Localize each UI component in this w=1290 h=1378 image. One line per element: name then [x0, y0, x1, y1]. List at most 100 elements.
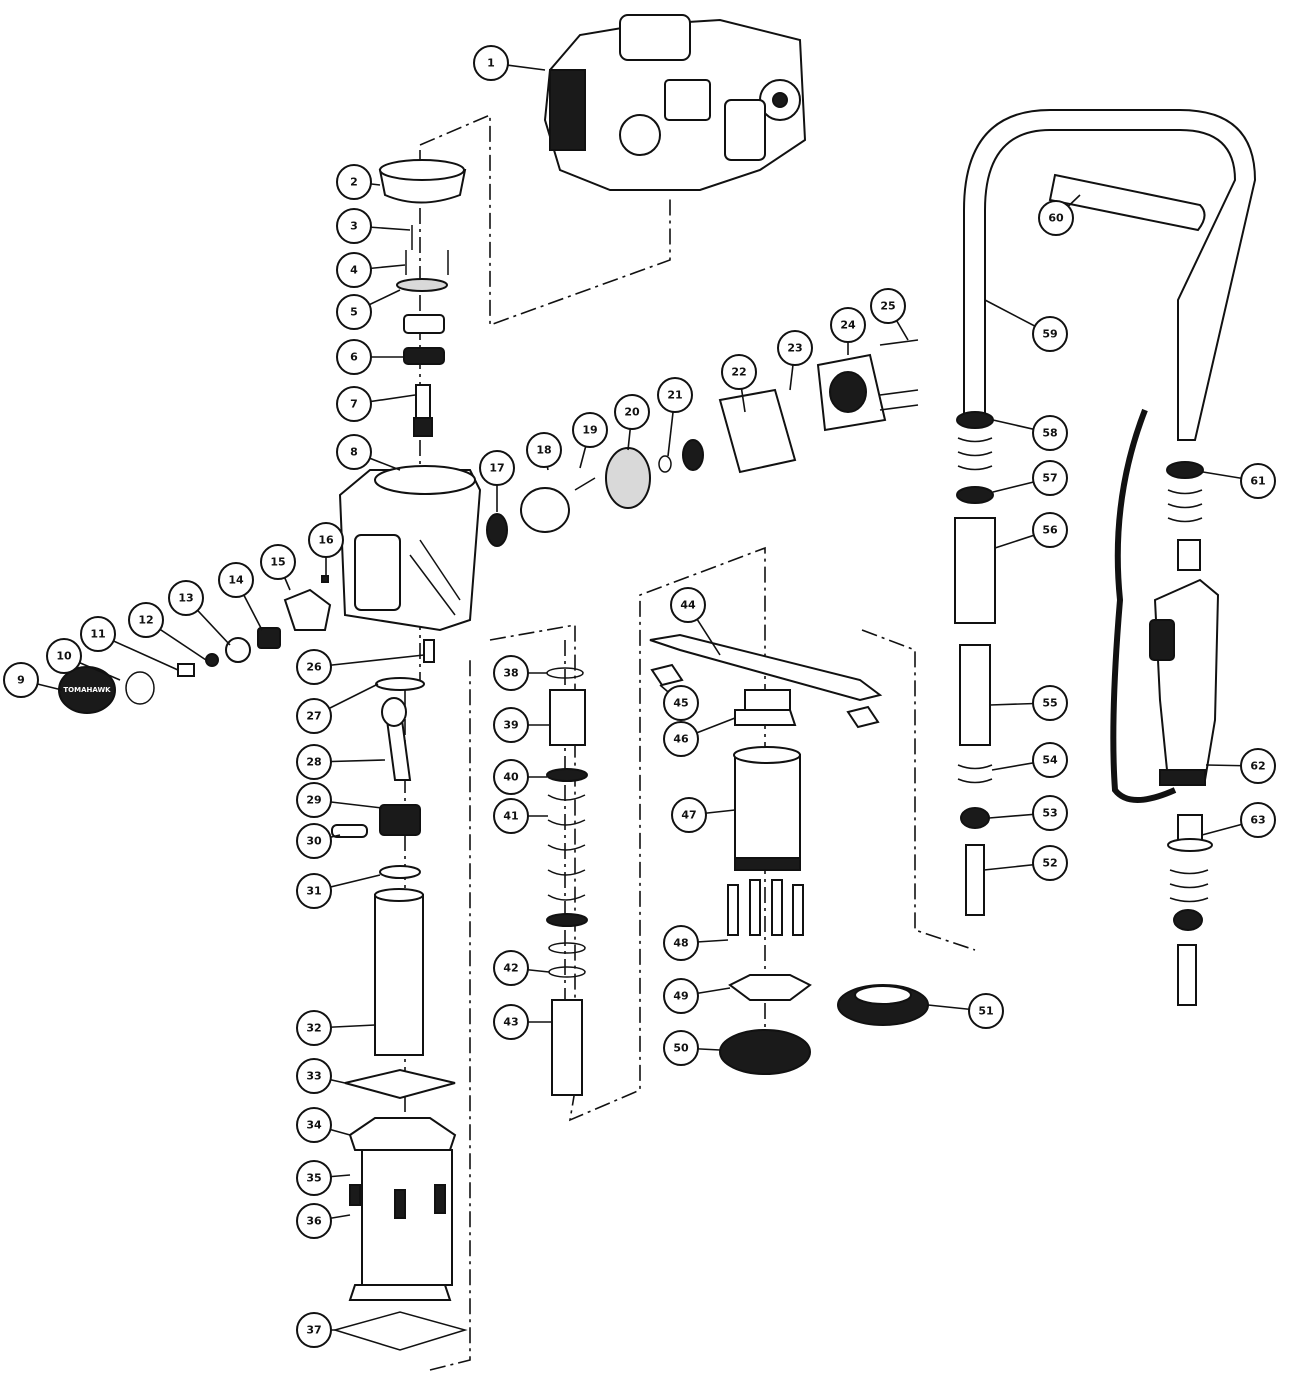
callout-label-17: 17 — [489, 462, 504, 475]
callout-circle-36 — [296, 1203, 332, 1239]
callout-circle-13 — [168, 580, 204, 616]
callout-circle-55 — [1032, 685, 1068, 721]
callout-label-1: 1 — [487, 57, 495, 70]
callout-circle-6 — [336, 339, 372, 375]
callout-label-46: 46 — [673, 733, 689, 746]
callout-circle-37 — [296, 1312, 332, 1348]
callout-label-49: 49 — [673, 990, 688, 1003]
callout-circle-51 — [968, 993, 1004, 1029]
callout-label-44: 44 — [680, 599, 696, 612]
callout-circle-41 — [493, 798, 529, 834]
callout-label-36: 36 — [306, 1215, 322, 1228]
callout-circle-11 — [80, 616, 116, 652]
callout-label-38: 38 — [503, 667, 518, 680]
callout-label-60: 60 — [1048, 212, 1064, 225]
lower-left-stack — [331, 639, 468, 1351]
left-shaft-components: TOMAHAWK — [58, 575, 332, 714]
callout-label-15: 15 — [270, 556, 285, 569]
callout-circle-20 — [614, 394, 650, 430]
callout-label-58: 58 — [1042, 427, 1057, 440]
callout-circle-53 — [1032, 795, 1068, 831]
callout-label-21: 21 — [667, 389, 682, 402]
callout-label-59: 59 — [1042, 328, 1057, 341]
callout-circle-47 — [671, 797, 707, 833]
callout-label-62: 62 — [1250, 760, 1265, 773]
callout-circle-63 — [1240, 802, 1276, 838]
housing-cap-stamp: TOMAHAWK — [63, 686, 111, 694]
callout-label-6: 6 — [350, 351, 358, 364]
foot-components — [649, 633, 929, 1075]
callout-circle-48 — [663, 925, 699, 961]
callout-circle-24 — [830, 307, 866, 343]
callout-circle-46 — [663, 721, 699, 757]
callout-circle-42 — [493, 950, 529, 986]
callout-circle-57 — [1032, 460, 1068, 496]
callout-label-10: 10 — [56, 650, 72, 663]
callout-label-42: 42 — [503, 962, 518, 975]
callout-layer: 1234567891011121314151617181920212223242… — [3, 45, 1276, 1348]
callout-circle-38 — [493, 655, 529, 691]
callout-label-9: 9 — [17, 674, 25, 687]
callout-circle-60 — [1038, 200, 1074, 236]
callout-circle-3 — [336, 208, 372, 244]
callout-label-16: 16 — [318, 534, 334, 547]
callout-label-29: 29 — [306, 794, 321, 807]
callout-label-7: 7 — [350, 398, 358, 411]
callout-label-19: 19 — [582, 424, 597, 437]
callout-label-26: 26 — [306, 661, 322, 674]
callout-label-31: 31 — [306, 885, 321, 898]
callout-circle-59 — [1032, 316, 1068, 352]
callout-label-37: 37 — [306, 1324, 321, 1337]
callout-label-55: 55 — [1042, 697, 1057, 710]
engine — [543, 14, 807, 191]
callout-circle-5 — [336, 294, 372, 330]
callout-circle-19 — [572, 412, 608, 448]
callout-label-57: 57 — [1042, 472, 1057, 485]
callout-label-12: 12 — [138, 614, 153, 627]
callout-circle-33 — [296, 1058, 332, 1094]
callout-label-30: 30 — [306, 835, 322, 848]
callout-label-33: 33 — [306, 1070, 321, 1083]
callout-circle-4 — [336, 252, 372, 288]
callout-label-32: 32 — [306, 1022, 321, 1035]
callout-circle-32 — [296, 1010, 332, 1046]
callout-circle-16 — [308, 522, 344, 558]
callout-label-34: 34 — [306, 1119, 322, 1132]
callout-label-41: 41 — [503, 810, 518, 823]
callout-label-2: 2 — [350, 176, 358, 189]
callout-label-40: 40 — [503, 771, 519, 784]
callout-circle-15 — [260, 544, 296, 580]
callout-label-43: 43 — [503, 1016, 518, 1029]
callout-leader-26 — [313, 654, 425, 668]
callout-label-25: 25 — [880, 300, 895, 313]
callout-label-53: 53 — [1042, 807, 1057, 820]
callout-circle-56 — [1032, 512, 1068, 548]
right-shaft-components — [486, 339, 919, 547]
callout-label-13: 13 — [178, 592, 193, 605]
callout-circle-17 — [479, 450, 515, 486]
callout-circle-9 — [3, 662, 39, 698]
callout-label-22: 22 — [731, 366, 746, 379]
callout-label-54: 54 — [1042, 754, 1058, 767]
callout-label-28: 28 — [306, 756, 321, 769]
callout-circle-31 — [296, 873, 332, 909]
callout-circle-7 — [336, 386, 372, 422]
callout-circle-44 — [670, 587, 706, 623]
callout-circle-34 — [296, 1107, 332, 1143]
callout-circle-35 — [296, 1160, 332, 1196]
callout-circle-10 — [46, 638, 82, 674]
callout-circle-1 — [473, 45, 509, 81]
callout-label-3: 3 — [350, 220, 358, 233]
callout-label-48: 48 — [673, 937, 688, 950]
handle-assembly — [954, 109, 1257, 916]
callout-circle-62 — [1240, 748, 1276, 784]
callout-circle-50 — [663, 1030, 699, 1066]
callout-circle-43 — [493, 1004, 529, 1040]
callout-label-23: 23 — [787, 342, 802, 355]
callout-circle-45 — [663, 685, 699, 721]
callout-label-20: 20 — [624, 406, 640, 419]
callout-circle-23 — [777, 330, 813, 366]
callout-circle-21 — [657, 377, 693, 413]
callout-circle-40 — [493, 759, 529, 795]
